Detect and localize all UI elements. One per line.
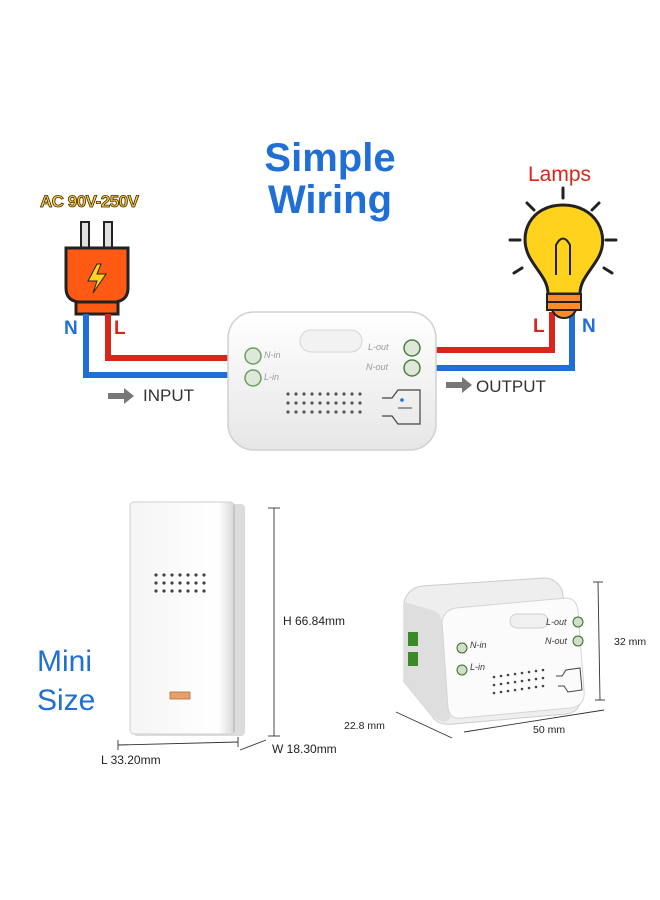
switch-module-top xyxy=(227,311,437,451)
arrow-right-icon xyxy=(108,388,134,404)
switch-module-3d xyxy=(403,577,585,725)
output-label: OUTPUT xyxy=(476,377,546,396)
terminal-l-in-label: L-in xyxy=(264,372,280,382)
title-line-1: Simple xyxy=(264,136,396,180)
lamp-neutral-label: N xyxy=(582,316,596,337)
module-width-label: 50 mm xyxy=(533,724,566,736)
mini-size-line-2: Size xyxy=(37,684,96,717)
module-depth-label: 22.8 mm xyxy=(344,720,385,732)
lamps-label: Lamps xyxy=(528,163,592,186)
terminal-l-out-label: L-out xyxy=(368,342,389,352)
title-line-2: Wiring xyxy=(267,178,393,222)
panel-width-label: W 18.30mm xyxy=(272,742,337,756)
terminal-n-out-label-3d: N-out xyxy=(545,636,568,646)
panel-height-label: H 66.84mm xyxy=(283,614,346,628)
terminal-n-out-label: N-out xyxy=(366,362,389,372)
terminal-l-out-label-3d: L-out xyxy=(546,617,567,627)
lamp-live-label: L xyxy=(533,316,545,337)
mini-size-line-1: Mini xyxy=(37,645,93,678)
power-plug-icon xyxy=(64,221,130,316)
plug-live-label: L xyxy=(114,318,126,339)
terminal-n-in-label-3d: N-in xyxy=(470,640,487,650)
panel-length-label: L 33.20mm xyxy=(101,753,161,767)
power-voltage-label: AC 90V-250V xyxy=(40,192,140,212)
terminal-l-in-label-3d: L-in xyxy=(470,662,486,672)
terminal-n-in-label: N-in xyxy=(264,350,281,360)
wall-switch-panel xyxy=(129,501,245,736)
arrow-right-icon xyxy=(446,377,472,393)
plug-neutral-label: N xyxy=(64,318,78,339)
light-bulb-icon xyxy=(508,186,618,320)
input-label: INPUT xyxy=(143,386,194,405)
module-height-label: 32 mm xyxy=(614,636,647,648)
